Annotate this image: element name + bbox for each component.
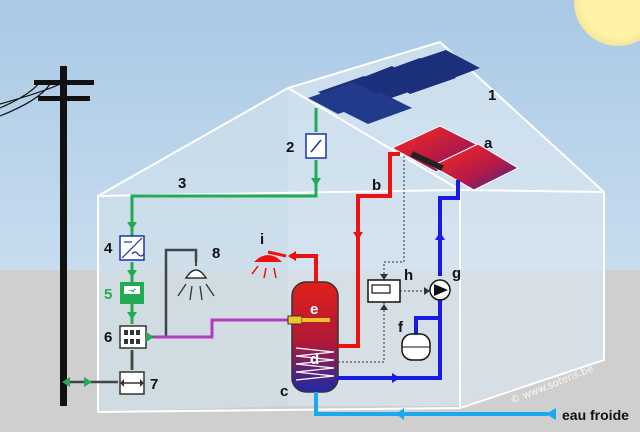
sensor-arrow-1 — [380, 274, 388, 280]
grid-arrow-out — [84, 377, 92, 387]
label-i: i — [260, 231, 264, 248]
label-8: 8 — [212, 245, 220, 262]
label-e: e — [310, 301, 318, 318]
bidirectional-meter-icon — [119, 371, 145, 395]
label-2: 2 — [286, 139, 294, 156]
cold-water-label: eau froide — [562, 407, 629, 423]
sensor-arrow-2 — [380, 304, 388, 310]
inverter-icon — [119, 235, 145, 261]
board-arrow — [146, 332, 154, 342]
pv-panel-icon — [308, 50, 480, 124]
sensor-wires — [338, 156, 428, 363]
solar-thermal-collector-icon — [390, 125, 520, 191]
distribution-board-icon — [119, 325, 147, 349]
meter-icon — [120, 282, 144, 304]
cold-water-arrow-2 — [396, 408, 404, 420]
sensor-arrow-3 — [424, 287, 430, 295]
label-5: 5 — [104, 286, 112, 303]
sun-icon — [574, 0, 640, 46]
hot-arrow-down — [353, 232, 363, 240]
storage-tank-icon — [287, 281, 339, 393]
heater-cable — [154, 318, 294, 339]
utility-pole-icon — [0, 66, 94, 406]
label-b: b — [372, 177, 381, 194]
label-a: a — [484, 135, 493, 152]
cold-water-line — [314, 392, 548, 416]
expansion-vessel-icon — [401, 333, 431, 361]
label-d: d — [310, 351, 319, 368]
label-3: 3 — [178, 175, 186, 192]
hot-arrow-left — [288, 251, 296, 261]
controller-icon — [367, 279, 401, 303]
label-7: 7 — [150, 376, 158, 393]
shower-icon — [251, 250, 287, 279]
label-g: g — [452, 265, 461, 282]
label-c: c — [280, 383, 288, 400]
grid-arrow — [62, 377, 70, 387]
return-arrow-right — [392, 373, 400, 383]
electric-arrows — [127, 178, 321, 320]
switch-icon — [305, 133, 327, 159]
pump-icon — [429, 279, 451, 301]
cold-water-arrow — [546, 408, 556, 420]
label-1: 1 — [488, 87, 496, 104]
label-h: h — [404, 267, 413, 284]
hot-water-line — [290, 152, 400, 348]
return-arrow-up — [435, 232, 445, 240]
label-6: 6 — [104, 329, 112, 346]
label-4: 4 — [104, 240, 113, 257]
lamp-icon — [177, 250, 215, 301]
label-f: f — [398, 319, 404, 336]
